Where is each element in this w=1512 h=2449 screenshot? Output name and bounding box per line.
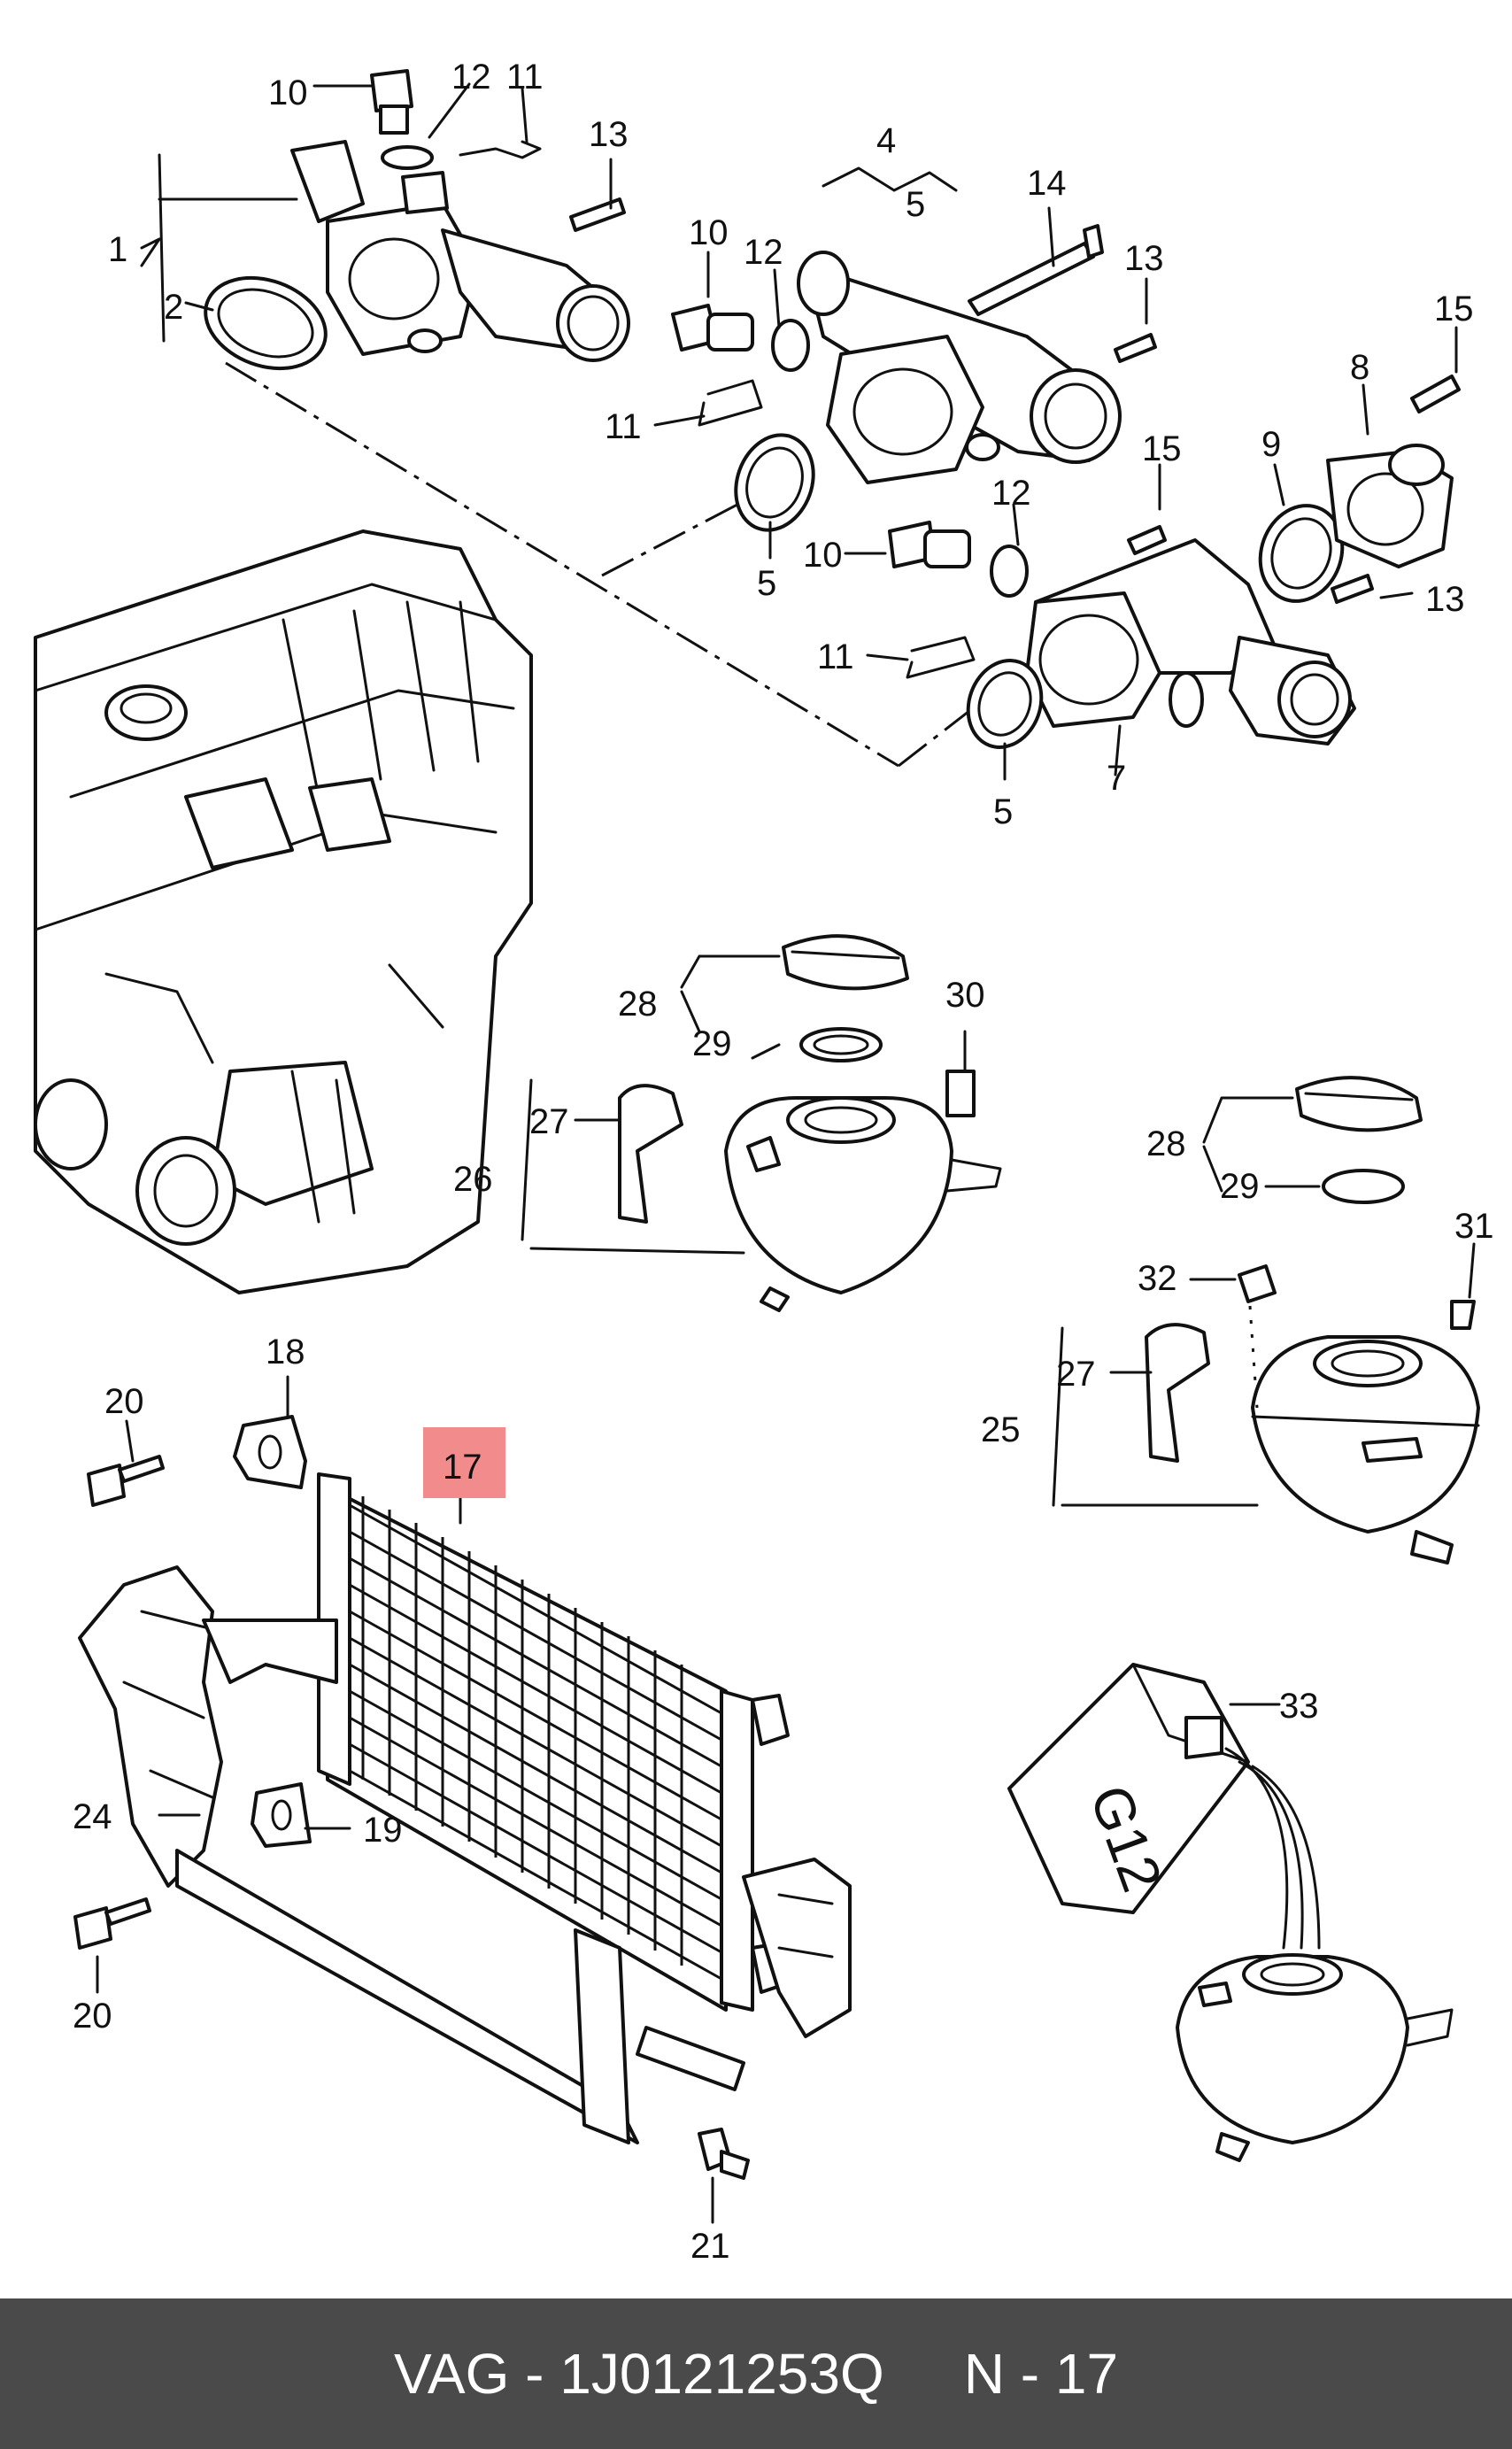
callout-14: 14: [1027, 164, 1067, 203]
callout-13-low: 13: [1425, 580, 1465, 619]
radiator-frame-24: [78, 1565, 852, 2144]
coolant-flange-assembly-1: [140, 69, 630, 371]
callout-11-top: 11: [506, 58, 544, 97]
callout-29-right: 29: [1220, 1167, 1260, 1206]
leader-lines: [96, 82, 1476, 2224]
callout-13-top: 13: [589, 115, 629, 154]
callout-7: 7: [1107, 759, 1126, 798]
callout-8: 8: [1350, 348, 1369, 387]
coolant-flange-7: [888, 375, 1461, 749]
coolant-pipe-4: [671, 166, 1157, 532]
callout-28-left: 28: [618, 985, 658, 1024]
callout-27-right: 27: [1056, 1355, 1096, 1394]
callout-2: 2: [164, 288, 183, 327]
callout-10-low: 10: [803, 536, 843, 575]
callout-13-mid: 13: [1124, 239, 1164, 278]
callout-10-top: 10: [268, 73, 308, 112]
engine-block: [34, 529, 533, 1294]
highlight-box-17: [423, 1427, 505, 1498]
brackets-and-bolts: [73, 1415, 750, 2180]
callout-12-mid: 12: [744, 233, 783, 272]
callout-11-low: 11: [817, 637, 854, 676]
callout-32: 32: [1138, 1259, 1177, 1298]
callout-5-mid: 5: [757, 564, 776, 603]
callout-18: 18: [266, 1333, 305, 1371]
callout-29-left: 29: [692, 1024, 732, 1063]
callout-19: 19: [363, 1811, 403, 1850]
callout-4: 4: [876, 121, 896, 160]
callout-10-mid: 10: [689, 213, 729, 252]
callout-33: 33: [1279, 1687, 1319, 1726]
callout-17: 17: [443, 1448, 482, 1487]
part-number-footer: VAG - 1J0121253Q N - 17: [0, 2298, 1512, 2449]
callout-28-right: 28: [1146, 1124, 1186, 1163]
callout-9: 9: [1261, 425, 1281, 464]
radiator-17: [317, 1472, 790, 2012]
callout-1: 1: [108, 230, 127, 269]
brand-part-number: VAG - 1J0121253Q: [393, 2342, 884, 2406]
callout-20-low: 20: [73, 1997, 112, 2036]
callout-31: 31: [1454, 1207, 1494, 1246]
callout-26: 26: [453, 1160, 493, 1199]
expansion-tank-25: [1052, 1076, 1480, 1564]
callout-11-mid: 11: [605, 407, 642, 446]
callout-27-left: 27: [529, 1102, 569, 1141]
expansion-tank-26: [521, 934, 1002, 1312]
callout-30: 30: [945, 976, 985, 1015]
callout-12-top: 12: [451, 58, 491, 97]
coolant-canister-33: G12: [1007, 1663, 1454, 2162]
diagram-position: N - 17: [963, 2342, 1119, 2406]
callout-5-low: 5: [993, 792, 1013, 831]
callout-5-top: 5: [906, 185, 925, 224]
callout-12-low: 12: [991, 474, 1031, 513]
callout-20-top: 20: [104, 1382, 144, 1421]
callout-15-low: 15: [1142, 429, 1182, 468]
callout-25: 25: [981, 1410, 1021, 1449]
exploded-parts-diagram: G12: [34, 58, 1494, 2266]
callout-24: 24: [73, 1797, 112, 1836]
callout-15-top: 15: [1434, 290, 1474, 328]
callout-numbers: 1 2 4 5 5 5 7 8 9 10 10 10 11 11 11 12 1…: [73, 58, 1494, 2266]
callout-21: 21: [690, 2227, 730, 2266]
